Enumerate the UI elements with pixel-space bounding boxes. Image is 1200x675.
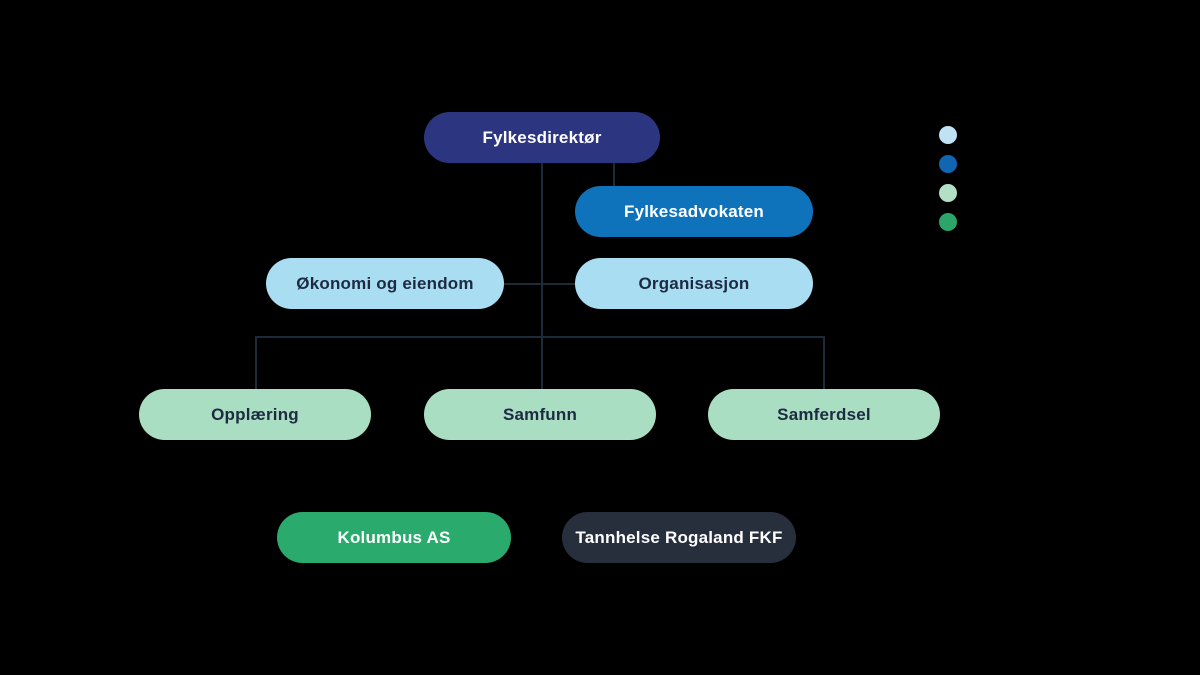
- org-node-fylkesdirektor: Fylkesdirektør: [424, 112, 660, 163]
- legend-dot-blue: [939, 155, 957, 173]
- connector-drop-opplaering: [255, 336, 257, 390]
- org-node-label: Kolumbus AS: [337, 527, 451, 547]
- connector-fylkesadvokaten: [613, 163, 615, 187]
- org-node-organisasjon: Organisasjon: [575, 258, 813, 309]
- org-node-label: Samferdsel: [777, 404, 871, 424]
- org-node-label: Organisasjon: [638, 273, 750, 293]
- org-node-kolumbus-as: Kolumbus AS: [277, 512, 511, 563]
- org-node-fylkesadvokaten: Fylkesadvokaten: [575, 186, 813, 237]
- connector-distribution-horizontal: [255, 336, 825, 338]
- org-node-label: Fylkesdirektør: [482, 127, 602, 147]
- org-node-samfunn: Samfunn: [424, 389, 656, 440]
- org-node-label: Økonomi og eiendom: [296, 273, 474, 293]
- org-node-label: Fylkesadvokaten: [623, 201, 764, 221]
- org-node-label: Samfunn: [502, 404, 578, 424]
- org-node-opplaering: Opplæring: [139, 389, 371, 440]
- org-node-okonomi-og-eiendom: Økonomi og eiendom: [266, 258, 504, 309]
- legend-dot-green: [939, 213, 957, 231]
- connector-root-vertical: [541, 163, 543, 390]
- legend-dot-light-blue: [939, 126, 957, 144]
- legend-dot-light-green: [939, 184, 957, 202]
- org-node-label: Tannhelse Rogaland FKF: [575, 527, 783, 547]
- org-node-samferdsel: Samferdsel: [708, 389, 940, 440]
- org-node-label: Opplæring: [211, 404, 299, 424]
- org-node-tannhelse-rogaland-fkf: Tannhelse Rogaland FKF: [562, 512, 796, 563]
- connector-okonomi-organisasjon: [503, 283, 576, 285]
- connector-drop-samferdsel: [823, 336, 825, 390]
